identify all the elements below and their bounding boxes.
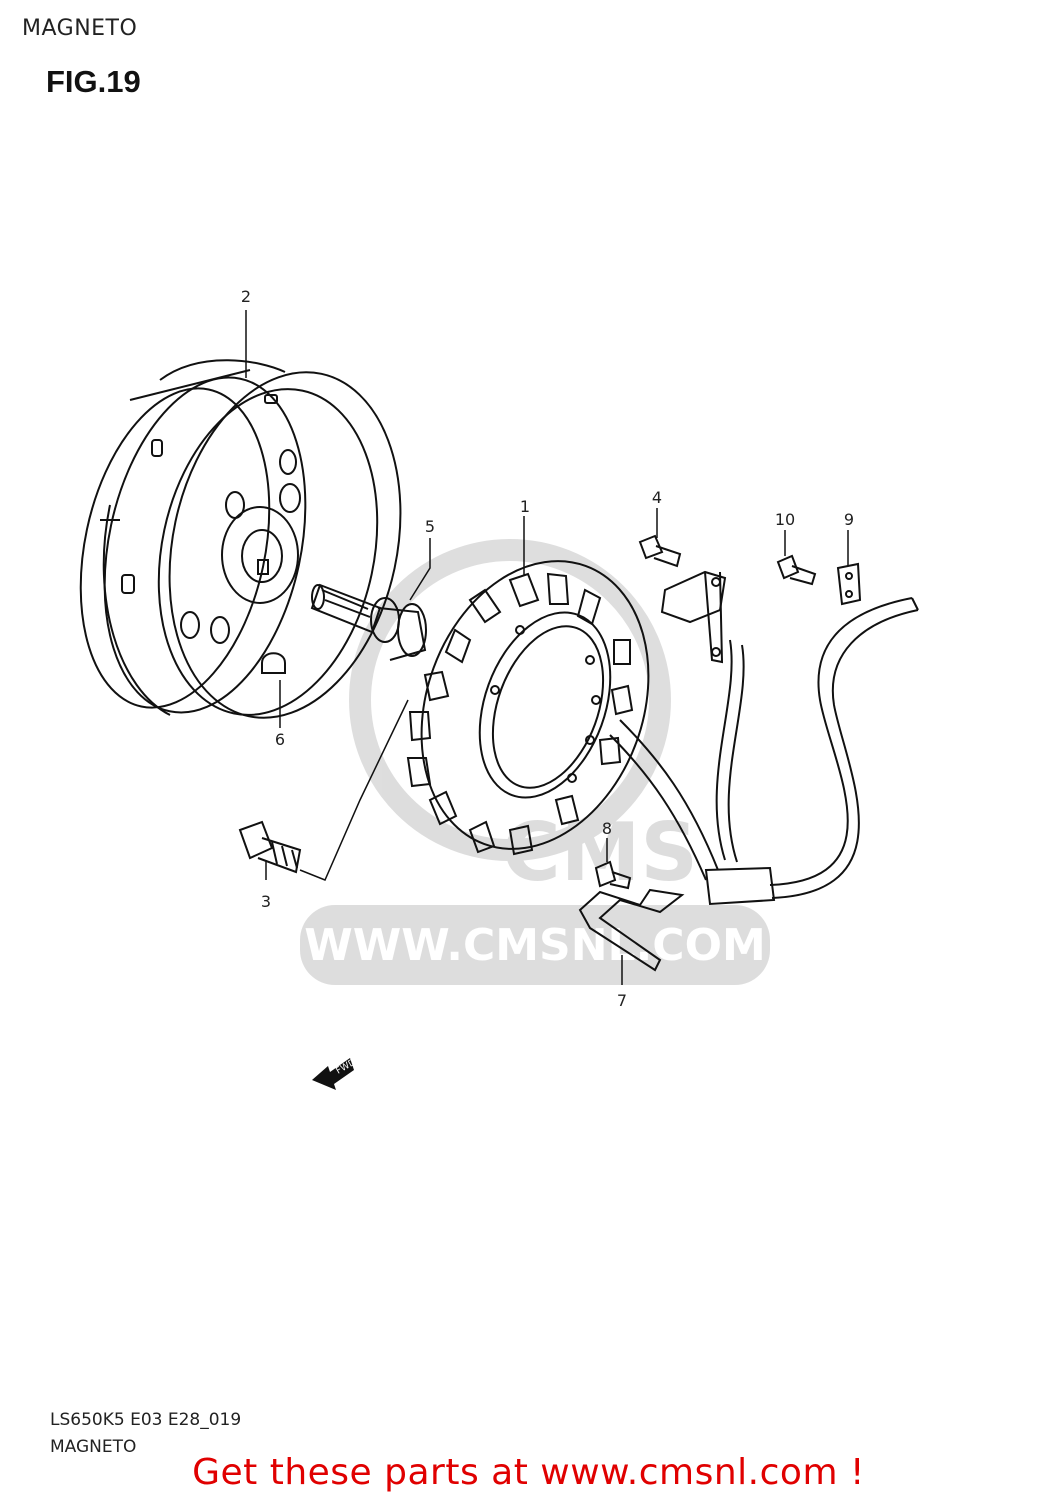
fwd-arrow-icon: FWD [312,1057,358,1090]
callout-4: 4 [652,488,662,507]
callout-3: 3 [261,892,271,911]
pickup-coil-drawing [638,534,727,664]
callout-8: 8 [602,819,612,838]
cable-clamp-drawing [578,860,685,972]
callout-10: 10 [775,510,795,529]
stator-drawing [406,560,650,856]
watermark-url: WWW.CMSNL.COM [304,920,766,971]
callout-9: 9 [844,510,854,529]
wiring-harness-drawing [609,597,919,906]
callout-7: 7 [617,991,627,1010]
callout-2: 2 [241,287,251,306]
diagram-code: LS650K5 E03 E28_019 [50,1410,242,1430]
diagram-title: MAGNETO [50,1437,137,1457]
callouts: 2 1 3 4 5 6 7 8 9 10 [241,287,854,1010]
callout-5: 5 [425,517,435,536]
promo-link[interactable]: Get these parts at www.cmsnl.com ! [192,1452,865,1493]
rotor-drawing [79,359,402,719]
page-header-title: MAGNETO [22,16,138,41]
callout-6: 6 [275,730,285,749]
clamp-screw-drawing [776,554,862,606]
bolt-drawing [238,820,302,874]
callout-1: 1 [520,497,530,516]
figure-label: FIG.19 [46,64,141,99]
key-drawing [261,652,286,674]
leader-lines [245,310,849,985]
rotor-bolt-drawing [310,583,427,661]
